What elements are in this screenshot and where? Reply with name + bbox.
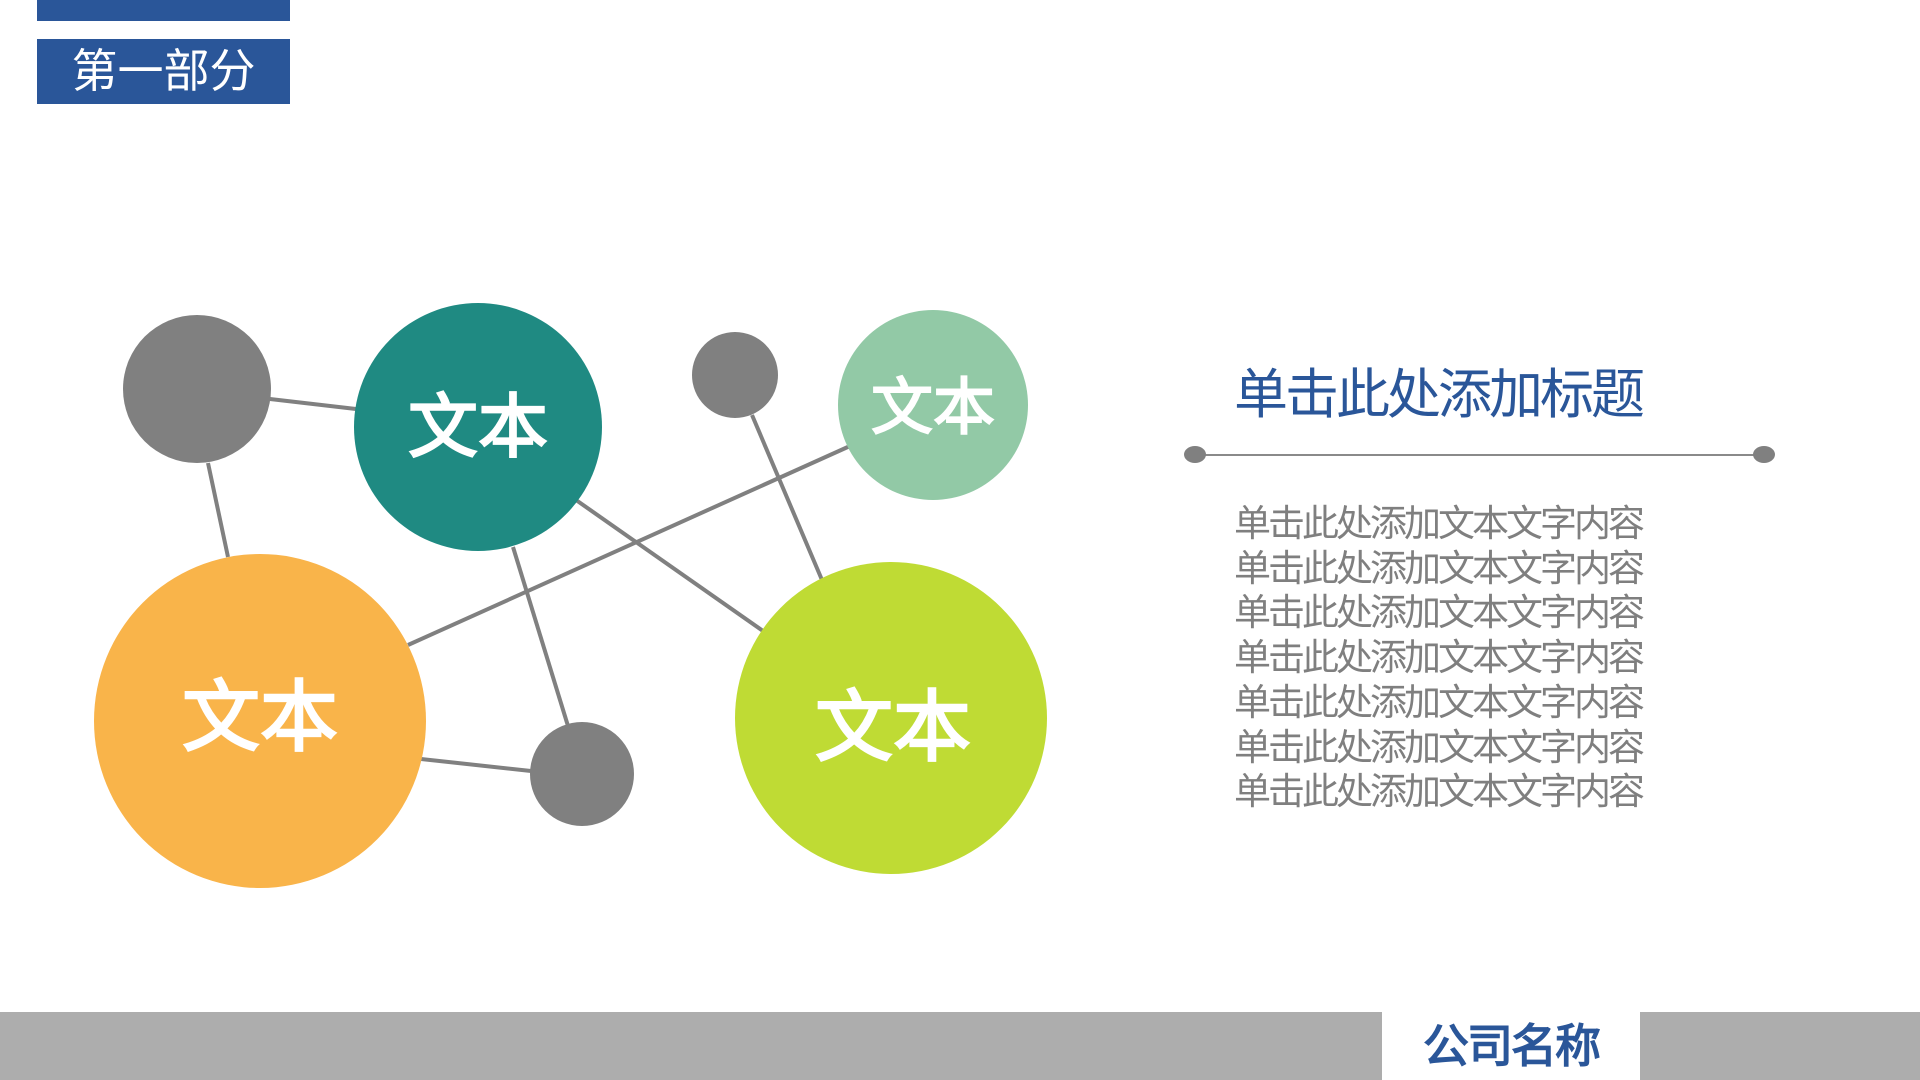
gray-circle (123, 315, 271, 463)
content-title[interactable]: 单击此处添加标题 (1234, 363, 1645, 426)
connector-lines (206, 397, 851, 773)
body-line: 单击此处添加文本文字内容 (1234, 680, 1645, 724)
divider-dot-right (1753, 446, 1775, 463)
body-line: 单击此处添加文本文字内容 (1234, 591, 1645, 635)
node-teal[interactable]: 文本 (354, 303, 602, 551)
mint-node-label: 文本 (871, 371, 995, 444)
body-line: 单击此处添加文本文字内容 (1234, 502, 1645, 545)
connector-line (206, 462, 230, 558)
node-orange[interactable]: 文本 (94, 554, 426, 888)
gray-circle (530, 722, 634, 826)
orange-circle (94, 554, 426, 888)
node-gray-bottom (530, 722, 634, 826)
connector-line (574, 498, 765, 633)
body-line: 单击此处添加文本文字内容 (1234, 770, 1645, 814)
mint-circle (838, 310, 1028, 500)
divider-dot-left (1184, 446, 1206, 463)
gray-circle (692, 332, 778, 418)
section-label: 第一部分 (37, 39, 290, 104)
body-line: 单击此处添加文本文字内容 (1234, 636, 1645, 680)
company-name: 公司名称 (1423, 1019, 1601, 1073)
body-line: 单击此处添加文本文字内容 (1234, 725, 1645, 769)
connector-line (420, 757, 532, 773)
node-gray-top-small (692, 332, 778, 418)
content-body[interactable]: 单击此处添加文本文字内容 单击此处添加文本文字内容 单击此处添加文本文字内容 单… (1234, 502, 1645, 815)
orange-node-label: 文本 (182, 673, 338, 763)
node-mint[interactable]: 文本 (838, 310, 1028, 500)
connector-line (407, 444, 851, 647)
teal-circle (354, 303, 602, 551)
node-lime[interactable]: 文本 (735, 562, 1047, 874)
connector-line (511, 546, 570, 727)
teal-node-label: 文本 (408, 386, 548, 468)
lime-node-label: 文本 (815, 683, 971, 773)
body-line: 单击此处添加文本文字内容 (1234, 546, 1645, 590)
title-divider-line (1195, 454, 1763, 456)
lime-circle (735, 562, 1047, 874)
connector-line (750, 414, 824, 581)
node-gray-top-left (123, 315, 271, 463)
top-accent-bar (37, 0, 290, 21)
footer-company-box (1382, 1012, 1640, 1080)
connector-line (269, 397, 357, 411)
